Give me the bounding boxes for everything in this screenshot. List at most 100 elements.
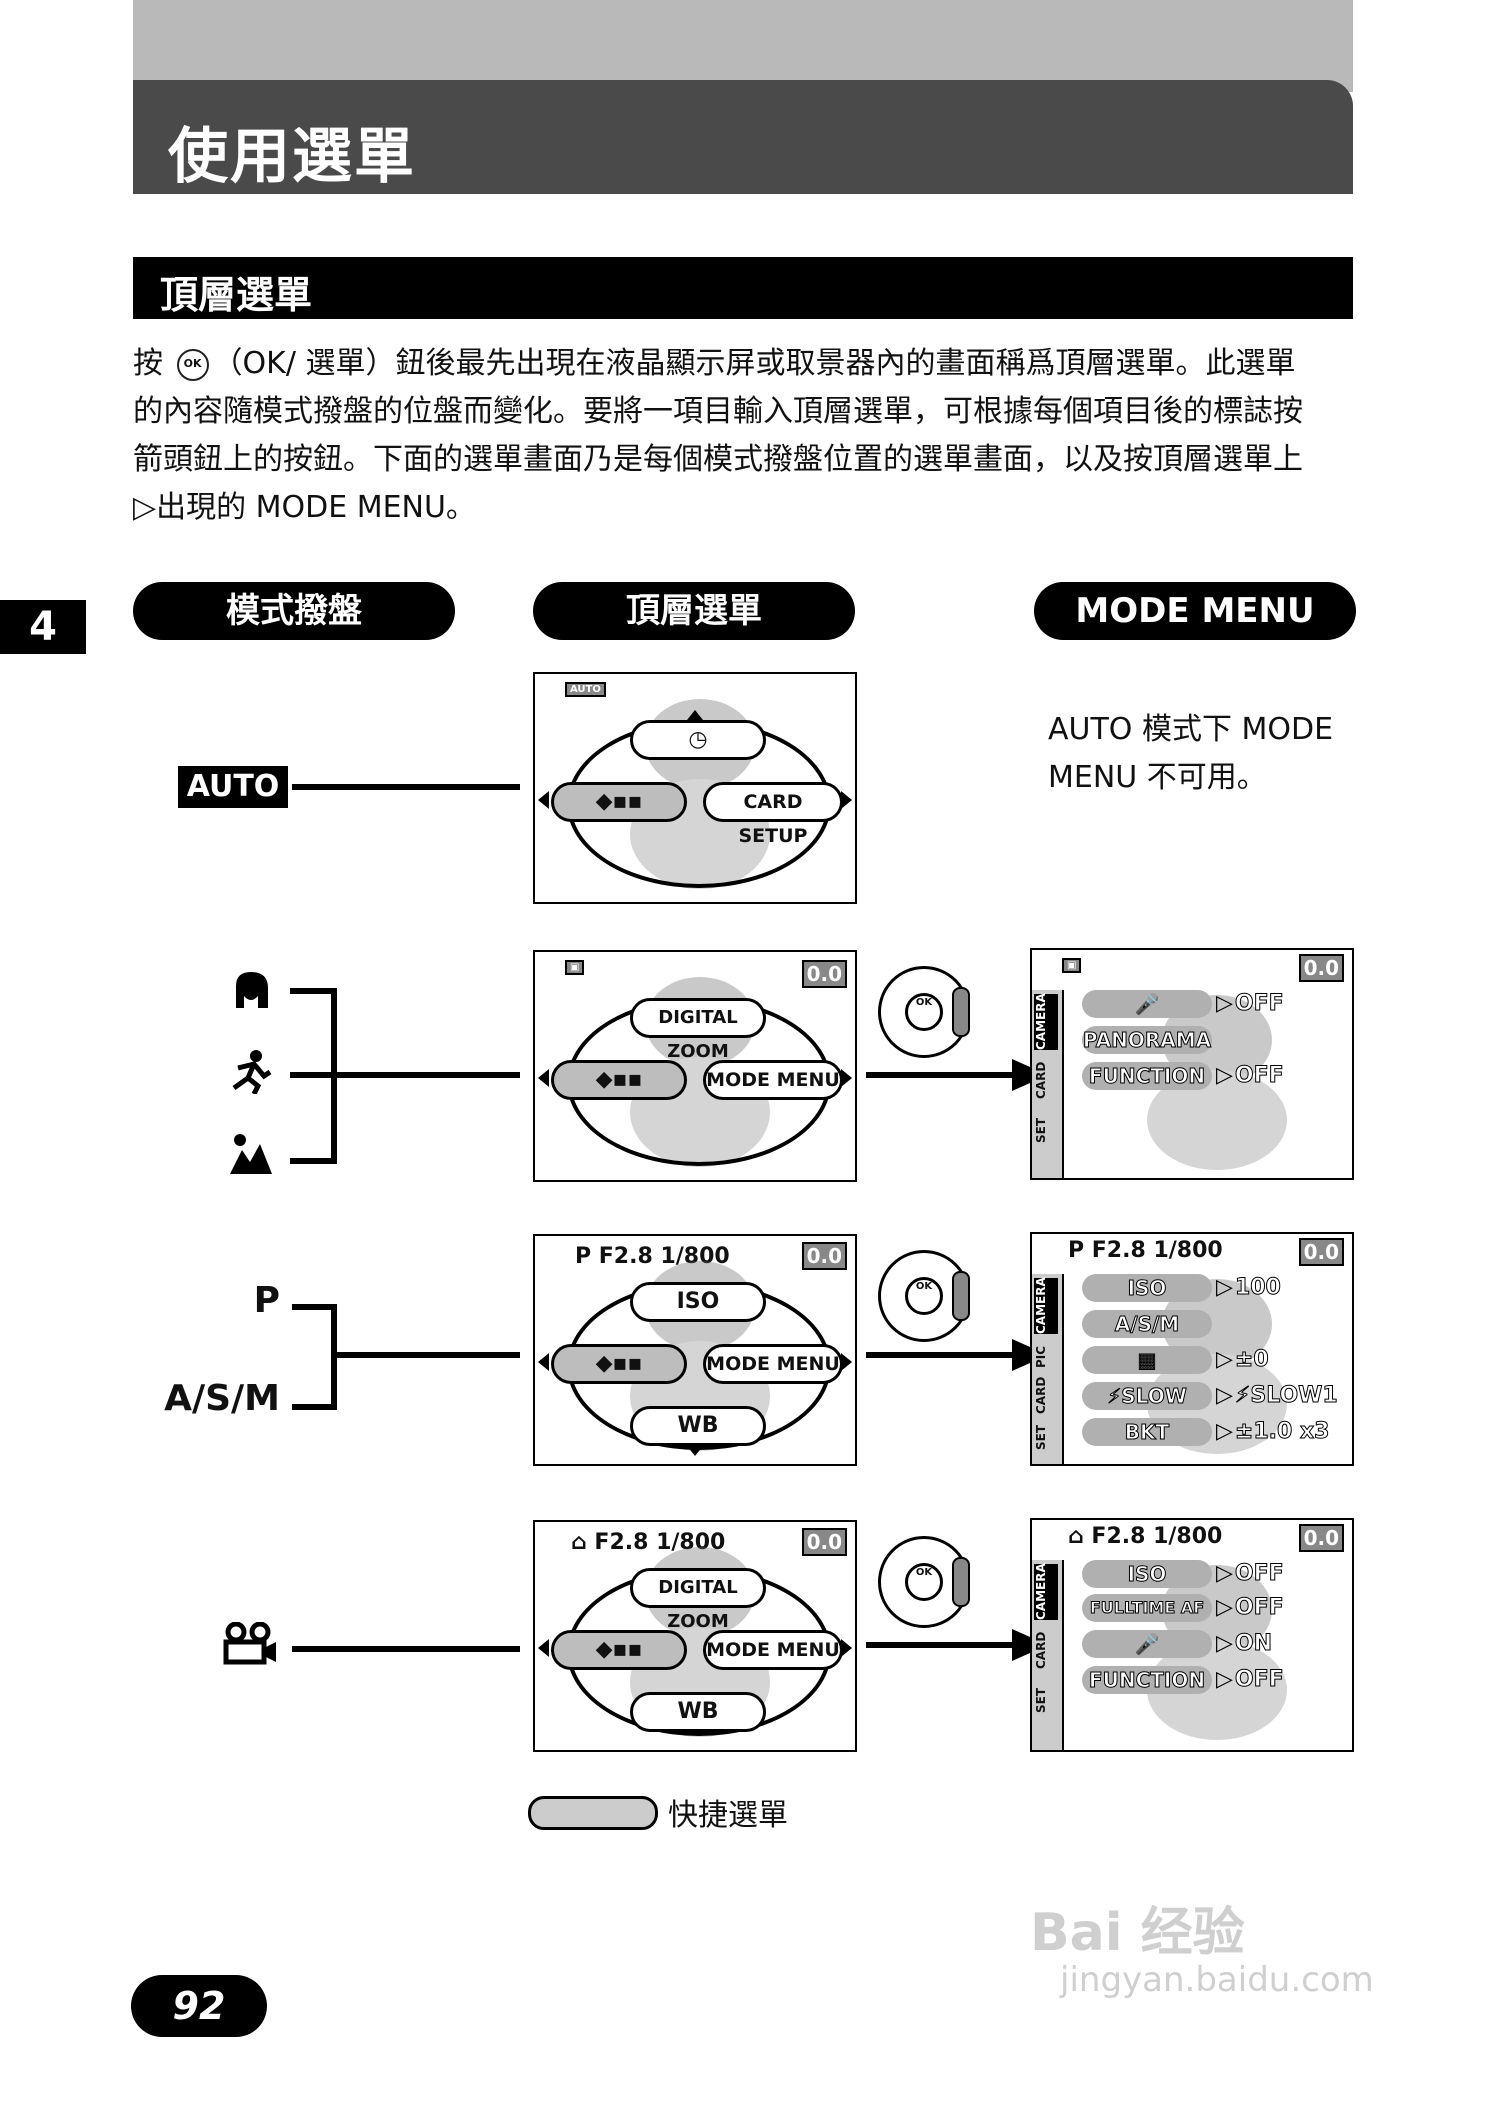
arrow-left-icon <box>538 1353 549 1371</box>
column-mode-dial: 模式撥盤 <box>133 582 455 640</box>
scene-icon: ▣ <box>565 960 585 975</box>
menu-item-clock[interactable]: ◷ <box>630 720 766 760</box>
menu-item-iso[interactable]: ISO <box>630 1282 766 1322</box>
menu-item-quality[interactable]: ◆▪▪ <box>551 1344 687 1384</box>
bracket-top <box>290 988 336 994</box>
tab-camera[interactable]: CAMERA <box>1034 1277 1058 1334</box>
mode-p-label: P <box>253 1280 280 1321</box>
menu-item-wb[interactable]: WB <box>630 1692 766 1732</box>
ok-button-icon: OK <box>905 1277 943 1315</box>
menu-label: A/S/M <box>1082 1310 1212 1338</box>
movie-small-icon: ⌂ <box>571 1530 595 1555</box>
menu-item-mode-menu[interactable]: MODE MENU <box>703 1060 843 1100</box>
menu-value: ±1.0 x3 <box>1216 1418 1330 1446</box>
arrow-pad-icon: OK <box>878 1250 970 1342</box>
sports-icon <box>232 1050 272 1094</box>
arrow-down-icon <box>687 1446 703 1456</box>
menu-value: OFF <box>1216 1062 1284 1090</box>
menu-item-digital-zoom[interactable]: DIGITAL ZOOM <box>630 998 766 1062</box>
connector-line <box>290 1072 520 1078</box>
page-title: 使用選單 <box>168 122 416 192</box>
exposure-value: 0.0 <box>801 1528 847 1556</box>
exposure-value: 0.0 <box>801 960 847 988</box>
auto-mode-label: AUTO <box>178 766 288 808</box>
tab-camera[interactable]: CAMERA <box>1034 993 1058 1050</box>
column-mode-menu: MODE MENU <box>1034 582 1356 640</box>
menu-label: ▦ <box>1082 1346 1212 1374</box>
menu-label: FUNCTION <box>1082 1062 1212 1090</box>
mode-menu-side-tabs: CAMERA CARD SET <box>1032 1560 1064 1750</box>
watermark-url: jingyan.baidu.com <box>1060 1960 1374 2000</box>
menu-value: OFF <box>1216 1560 1284 1588</box>
menu-value: OFF <box>1216 990 1284 1018</box>
intro-line1: （OK/ 選單）鈕後最先出現在液晶顯示屏或取景器內的畫面稱爲頂層選單。此選單 <box>212 346 1296 381</box>
menu-label: ISO <box>1082 1274 1212 1302</box>
flow-arrow-line <box>866 1352 1014 1358</box>
menu-item-digital-zoom[interactable]: DIGITAL ZOOM <box>630 1568 766 1632</box>
landscape-icon <box>230 1134 272 1174</box>
status-readout: ⌂ F2.8 1/800 <box>571 1530 725 1555</box>
flow-arrow-line <box>866 1072 1014 1078</box>
exposure-value: 0.0 <box>1298 1524 1344 1552</box>
menu-label: 🎤 <box>1082 990 1212 1018</box>
menu-value: ⚡SLOW1 <box>1216 1382 1338 1410</box>
menu-item-mode-menu[interactable]: MODE MENU <box>703 1630 843 1670</box>
tab-pic[interactable]: PIC <box>1034 1345 1048 1369</box>
menu-label: FULLTIME AF <box>1082 1594 1212 1622</box>
menu-item-quality[interactable]: ◆▪▪ <box>551 1060 687 1100</box>
tab-camera[interactable]: CAMERA <box>1034 1563 1058 1620</box>
connector-line <box>292 1646 520 1652</box>
exposure-value: 0.0 <box>1298 954 1344 982</box>
connector-line <box>292 784 520 790</box>
status-text: F2.8 1/800 <box>1091 1524 1223 1549</box>
header-bar <box>133 80 1353 194</box>
menu-item-card-setup[interactable]: CARD SETUP <box>703 782 843 847</box>
tab-set[interactable]: SET <box>1034 1687 1048 1713</box>
page-number: 92 <box>131 1975 267 2037</box>
connector-line <box>331 1352 520 1358</box>
auto-mode-icon: AUTO <box>565 682 606 697</box>
intro-line1-pre: 按 <box>133 346 163 381</box>
mode-menu-side-tabs: CAMERA PIC CARD SET <box>1032 1274 1064 1464</box>
menu-label: 🎤 <box>1082 1630 1212 1658</box>
arrow-right-icon <box>841 1639 852 1657</box>
menu-item-mode-menu[interactable]: MODE MENU <box>703 1344 843 1384</box>
status-readout: P F2.8 1/800 <box>1068 1238 1223 1263</box>
tab-card[interactable]: CARD <box>1034 1631 1048 1669</box>
arrow-left-icon <box>538 1069 549 1087</box>
auto-note-line2: MENU 不可用。 <box>1048 760 1267 795</box>
header-background <box>133 0 1353 92</box>
bracket-top <box>292 1304 336 1310</box>
tab-set[interactable]: SET <box>1034 1424 1048 1450</box>
top-menu-screen-movie: ⌂ F2.8 1/800 0.0 DIGITAL ZOOM ◆▪▪ MODE M… <box>533 1520 857 1752</box>
menu-item-quality[interactable]: ◆▪▪ <box>551 1630 687 1670</box>
mode-menu-screen-scene: ▣ 0.0 CAMERA CARD SET 🎤OFF PANORAMA FUNC… <box>1030 948 1354 1180</box>
arrow-right-icon <box>841 791 852 809</box>
portrait-icon <box>236 972 268 1008</box>
flow-arrow-line <box>866 1642 1014 1648</box>
legend-label: 快捷選單 <box>668 1798 788 1833</box>
intro-line2: 的內容隨模式撥盤的位盤而變化。要將一項目輸入頂層選單，可根據每個項目後的標誌按 <box>133 394 1303 429</box>
scene-icon: ▣ <box>1062 958 1082 973</box>
menu-value: OFF <box>1216 1666 1284 1694</box>
menu-value: OFF <box>1216 1594 1284 1622</box>
right-arrow-highlight <box>952 987 970 1037</box>
tab-card[interactable]: CARD <box>1034 1061 1048 1099</box>
column-top-menu: 頂層選單 <box>533 582 855 640</box>
menu-label: PANORAMA <box>1082 1026 1212 1054</box>
menu-item-wb[interactable]: WB <box>630 1406 766 1446</box>
status-readout: P F2.8 1/800 <box>575 1244 730 1269</box>
status-readout: ⌂ F2.8 1/800 <box>1068 1524 1222 1549</box>
arrow-right-icon <box>841 1353 852 1371</box>
menu-label: FUNCTION <box>1082 1666 1212 1694</box>
movie-mode-icon <box>223 1622 276 1665</box>
arrow-left-icon <box>538 791 549 809</box>
status-text: F2.8 1/800 <box>594 1530 726 1555</box>
exposure-value: 0.0 <box>801 1242 847 1270</box>
menu-label: ⚡SLOW <box>1082 1382 1212 1410</box>
tab-card[interactable]: CARD <box>1034 1376 1048 1414</box>
mode-menu-screen-pasm: P F2.8 1/800 0.0 CAMERA PIC CARD SET ISO… <box>1030 1232 1354 1466</box>
menu-item-quality[interactable]: ◆▪▪ <box>551 782 687 822</box>
tab-set[interactable]: SET <box>1034 1117 1048 1143</box>
top-menu-screen-scene: ▣ 0.0 DIGITAL ZOOM ◆▪▪ MODE MENU <box>533 950 857 1182</box>
